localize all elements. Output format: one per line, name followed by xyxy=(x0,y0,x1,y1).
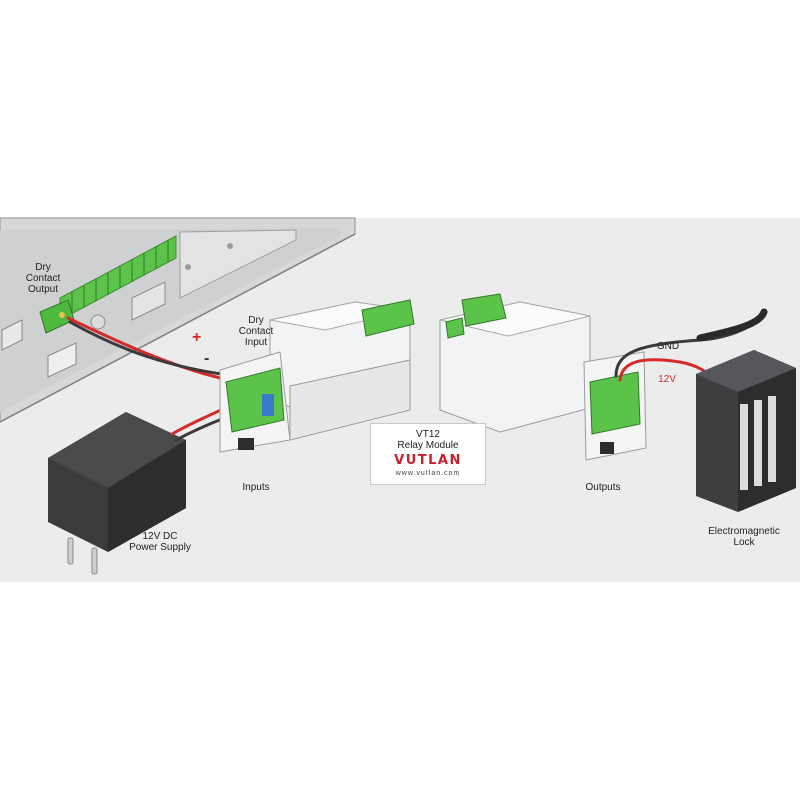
power-supply-label: 12V DC Power Supply xyxy=(129,531,191,553)
electromagnetic-lock-label: Electromagnetic Lock xyxy=(708,526,780,548)
dry-contact-input-label: Dry Contact Input xyxy=(238,315,274,348)
positive-sign: + xyxy=(192,329,202,346)
electromagnetic-lock xyxy=(696,350,796,512)
12v-wire-label: 12V xyxy=(658,374,676,385)
inputs-label: Inputs xyxy=(242,482,270,493)
outputs-label: Outputs xyxy=(585,482,621,493)
controller-device xyxy=(0,217,356,423)
relay-module-outputs xyxy=(439,293,647,461)
product-name: Relay Module xyxy=(397,440,459,451)
website-url: www.vutlan.com xyxy=(395,470,461,477)
dry-contact-output-label: Dry Contact Output xyxy=(25,262,61,295)
input-wires xyxy=(66,316,242,384)
model-name: VT12 xyxy=(416,429,440,440)
product-info-box: VT12 Relay Module VUTLAN www.vutlan.com xyxy=(370,423,486,485)
brand-logo: VUTLAN xyxy=(394,453,462,468)
gnd-wire-label: GND xyxy=(656,341,680,352)
negative-sign: - xyxy=(204,350,210,367)
relay-module-inputs xyxy=(219,299,415,453)
power-supply xyxy=(48,412,186,575)
